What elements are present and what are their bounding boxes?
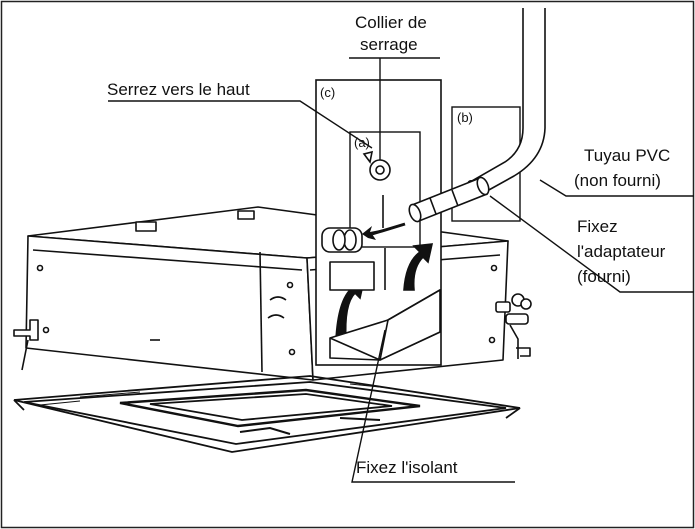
label-adapter-line3: (fourni)	[577, 267, 631, 286]
insulation-pad	[329, 248, 441, 361]
label-adapter-line2: l'adaptateur	[577, 242, 666, 261]
drain-socket	[321, 195, 384, 253]
rotate-arrows	[335, 243, 434, 341]
tag-a: (a)	[354, 135, 370, 150]
cassette-unit	[13, 206, 532, 381]
label-pvc-line1: Tuyau PVC	[584, 146, 671, 165]
label-tighten-up: Serrez vers le haut	[107, 80, 250, 99]
insert-arrow	[362, 222, 406, 240]
tag-c: (c)	[320, 85, 335, 100]
decorative-grille	[13, 375, 521, 453]
label-clamp-line2: serrage	[360, 35, 418, 54]
label-pvc-line2: (non fourni)	[574, 171, 661, 190]
leader-lines	[108, 57, 694, 483]
label-insulation: Fixez l'isolant	[356, 458, 458, 477]
tag-b: (b)	[457, 110, 473, 125]
drain-adapter	[408, 176, 490, 223]
label-clamp-line1: Collier de	[355, 13, 427, 32]
label-adapter-line1: Fixez	[577, 217, 618, 236]
detail-box-a	[349, 131, 421, 248]
